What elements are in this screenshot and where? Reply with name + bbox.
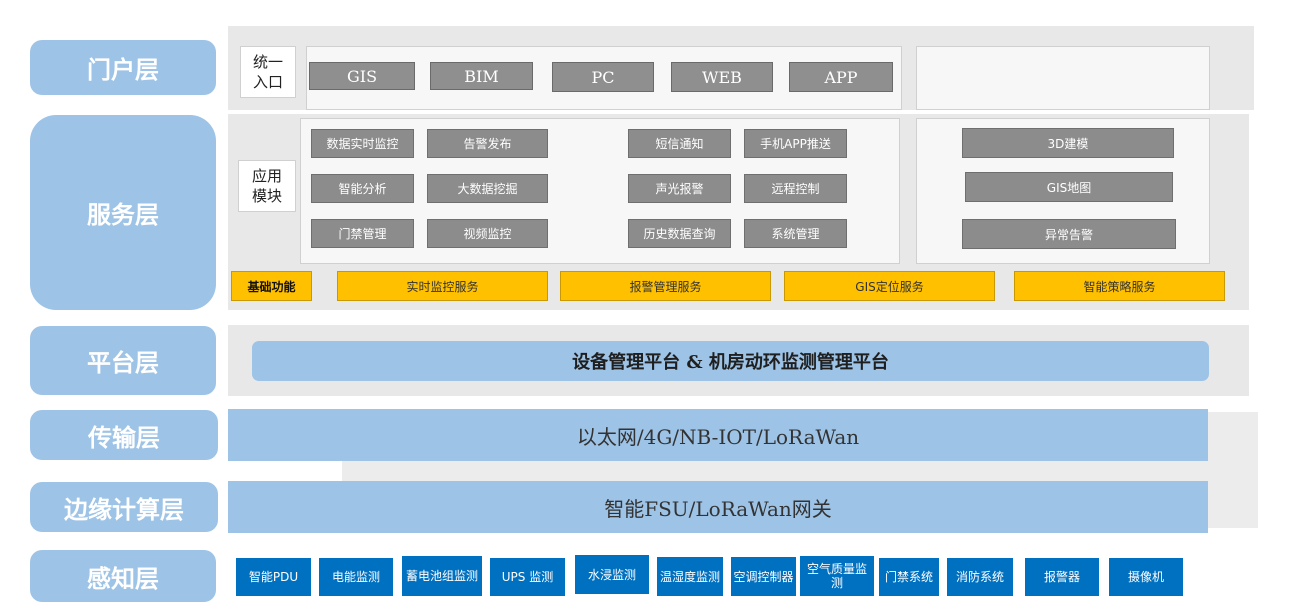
- module-system-management[interactable]: 系统管理: [744, 219, 847, 248]
- sensor-smart-pdu: 智能PDU: [235, 557, 312, 597]
- module-3d-modeling[interactable]: 3D建模: [962, 128, 1174, 158]
- sensor-battery-monitoring: 蓄电池组监测: [401, 555, 483, 597]
- app-module-label: 应用模块: [238, 160, 296, 212]
- sensor-camera: 摄像机: [1108, 557, 1184, 597]
- layer-label-service: 服务层: [30, 115, 216, 310]
- portal-side-box: [916, 46, 1210, 110]
- layer-label-perception: 感知层: [30, 550, 216, 602]
- module-sound-light-alarm[interactable]: 声光报警: [628, 174, 731, 203]
- portal-button-pc[interactable]: PC: [552, 62, 654, 92]
- module-access-control[interactable]: 门禁管理: [311, 219, 414, 248]
- layer-label-transport: 传输层: [30, 410, 218, 460]
- service-alarm-management[interactable]: 报警管理服务: [560, 271, 771, 301]
- module-remote-control[interactable]: 远程控制: [744, 174, 847, 203]
- module-bigdata-mining[interactable]: 大数据挖掘: [427, 174, 548, 203]
- sensor-ups-monitoring: UPS 监测: [489, 557, 566, 597]
- module-history-query[interactable]: 历史数据查询: [628, 219, 731, 248]
- module-alarm-release[interactable]: 告警发布: [427, 129, 548, 158]
- basic-function-label: 基础功能: [231, 271, 312, 301]
- portal-button-bim[interactable]: BIM: [430, 62, 533, 90]
- sensor-ac-controller: 空调控制器: [730, 556, 797, 597]
- edge-bar: 智能FSU/LoRaWan网关: [228, 481, 1208, 533]
- module-app-push[interactable]: 手机APP推送: [744, 129, 847, 158]
- service-smart-strategy[interactable]: 智能策略服务: [1014, 271, 1225, 301]
- module-video-monitoring[interactable]: 视频监控: [427, 219, 548, 248]
- service-gis-positioning[interactable]: GIS定位服务: [784, 271, 995, 301]
- layer-label-edge: 边缘计算层: [30, 482, 218, 532]
- layer-label-portal: 门户层: [30, 40, 216, 95]
- entry-label-line2: 入口: [252, 73, 283, 91]
- sensor-fire-system: 消防系统: [946, 557, 1014, 597]
- unified-entry-label: 统一入口: [240, 46, 296, 98]
- module-realtime-monitoring[interactable]: 数据实时监控: [311, 129, 414, 158]
- portal-button-gis[interactable]: GIS: [309, 62, 415, 90]
- portal-button-web[interactable]: WEB: [671, 62, 773, 92]
- sensor-water-leak: 水浸监测: [574, 554, 650, 595]
- app-label-line2: 模块: [251, 187, 282, 205]
- app-label-line1: 应用: [251, 167, 282, 185]
- module-gis-map[interactable]: GIS地图: [965, 172, 1173, 202]
- layer-label-platform: 平台层: [30, 326, 216, 395]
- transport-bar: 以太网/4G/NB-IOT/LoRaWan: [228, 409, 1208, 461]
- module-sms-notice[interactable]: 短信通知: [628, 129, 731, 158]
- sensor-temperature-humidity: 温湿度监测: [656, 556, 724, 597]
- sensor-power-monitoring: 电能监测: [318, 557, 394, 597]
- sensor-access-system: 门禁系统: [878, 557, 940, 597]
- sensor-alarm-device: 报警器: [1024, 557, 1100, 597]
- module-smart-analysis[interactable]: 智能分析: [311, 174, 414, 203]
- service-realtime-monitoring[interactable]: 实时监控服务: [337, 271, 548, 301]
- platform-bar: 设备管理平台 & 机房动环监测管理平台: [252, 341, 1209, 381]
- portal-button-app[interactable]: APP: [789, 62, 893, 92]
- entry-label-line1: 统一: [252, 53, 283, 71]
- sensor-air-quality: 空气质量监测: [799, 555, 875, 597]
- module-abnormal-alarm[interactable]: 异常告警: [962, 219, 1176, 249]
